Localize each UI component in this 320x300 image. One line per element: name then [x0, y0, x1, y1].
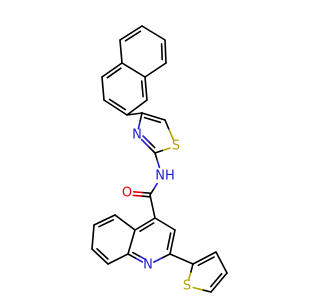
bond-th2-th3-inner [197, 256, 215, 267]
bond-t3-tN-inner [148, 141, 156, 149]
atom-labels-layer: S N NH O N S [122, 128, 191, 294]
bond-thS-th2 [187, 271, 192, 281]
bond-q4-q3 [154, 217, 176, 231]
bond-t1-t2-inner [143, 116, 162, 124]
bond-thS-th2 [190, 263, 194, 273]
bond-a3-a4 [101, 62, 123, 78]
bond-th4-th5-inner [210, 272, 223, 288]
bond-t3-nh [154, 152, 158, 161]
bond-co-o [132, 191, 143, 194]
bond-tN-t1 [139, 112, 143, 122]
bond-co-o-second [132, 194, 143, 197]
bond-th3-th4 [215, 251, 228, 274]
atom-label-tN: N [132, 128, 142, 143]
bond-tS-t3 [154, 149, 164, 154]
molecule-diagram: S N NH O N S [91, 25, 228, 294]
bond-a2-a3 [101, 76, 105, 101]
bond-tN-t1 [137, 120, 141, 130]
bond-a9-a10-inner [160, 42, 163, 61]
bond-a8-a9 [141, 25, 166, 41]
bond-co-q4 [149, 194, 156, 219]
bond-t2-tS [164, 119, 170, 131]
bond-q8-q8a [107, 253, 129, 265]
atom-label-tS: S [172, 139, 180, 154]
bond-a5-a6-inner [140, 80, 144, 98]
bond-th5-thS [201, 288, 212, 293]
bond-q2-qN [161, 253, 171, 259]
bond-q2-th2 [169, 253, 194, 265]
bond-t3-tN-inner [142, 135, 150, 143]
atom-label-nh: NH [155, 169, 175, 184]
bond-th5-thS [192, 286, 203, 291]
bond-q3-q2-inner [166, 232, 172, 251]
bond-q4a-q5 [114, 214, 136, 231]
bond-a9-a10 [164, 39, 167, 64]
molecule-structure: S N NH O N S [91, 25, 228, 294]
bond-co-o [141, 191, 151, 194]
atom-label-o: O [122, 186, 132, 201]
bond-a3-a4-inner [106, 67, 122, 79]
bond-q2-qN [153, 257, 163, 263]
bond-a1-a2-inner [108, 98, 127, 111]
bonds-layer [91, 25, 228, 293]
bond-t2-tS [168, 129, 175, 141]
bond-nh-co [152, 182, 158, 191]
bond-t1-t2 [141, 112, 166, 121]
bond-th4-th5 [210, 272, 228, 293]
bond-t3-nh [156, 159, 161, 169]
bond-a7-a8-inner [124, 30, 142, 42]
bond-q4a-q4-inner [139, 222, 155, 232]
bond-a1-t1 [126, 112, 143, 116]
bond-qN-q8a [127, 253, 136, 259]
bond-a4-a7 [119, 39, 123, 64]
bond-q8a-q4a [127, 229, 136, 255]
bond-q6-q7 [91, 224, 95, 250]
bond-nh-co [149, 188, 155, 196]
bond-co-o-second [140, 195, 151, 198]
bond-qN-q8a [134, 257, 144, 263]
bond-a7-a8 [119, 25, 143, 41]
bond-th2-th3 [192, 251, 217, 265]
bond-q3-q2 [169, 229, 176, 255]
atom-label-qN: N [143, 258, 153, 273]
bond-a4-a5 [121, 62, 146, 78]
bond-q4a-q4 [134, 217, 156, 231]
bond-qN-q8a-inner [132, 251, 141, 257]
bond-tS-t3 [161, 147, 171, 152]
bond-a6-a1 [126, 99, 148, 116]
atom-label-thS: S [183, 279, 191, 294]
bond-a5-a6 [144, 76, 148, 101]
bond-q7-q8 [91, 248, 109, 265]
bond-q7-q8-inner [96, 248, 109, 260]
bond-qN-q8a-inner [138, 255, 147, 261]
bond-a1-a2 [103, 99, 128, 116]
bond-q5-q6 [93, 214, 116, 226]
bond-q5-q6-inner [98, 219, 114, 228]
bond-a10-a5 [144, 62, 167, 78]
bond-t3-tN [147, 145, 156, 154]
bond-t3-tN [140, 138, 150, 148]
